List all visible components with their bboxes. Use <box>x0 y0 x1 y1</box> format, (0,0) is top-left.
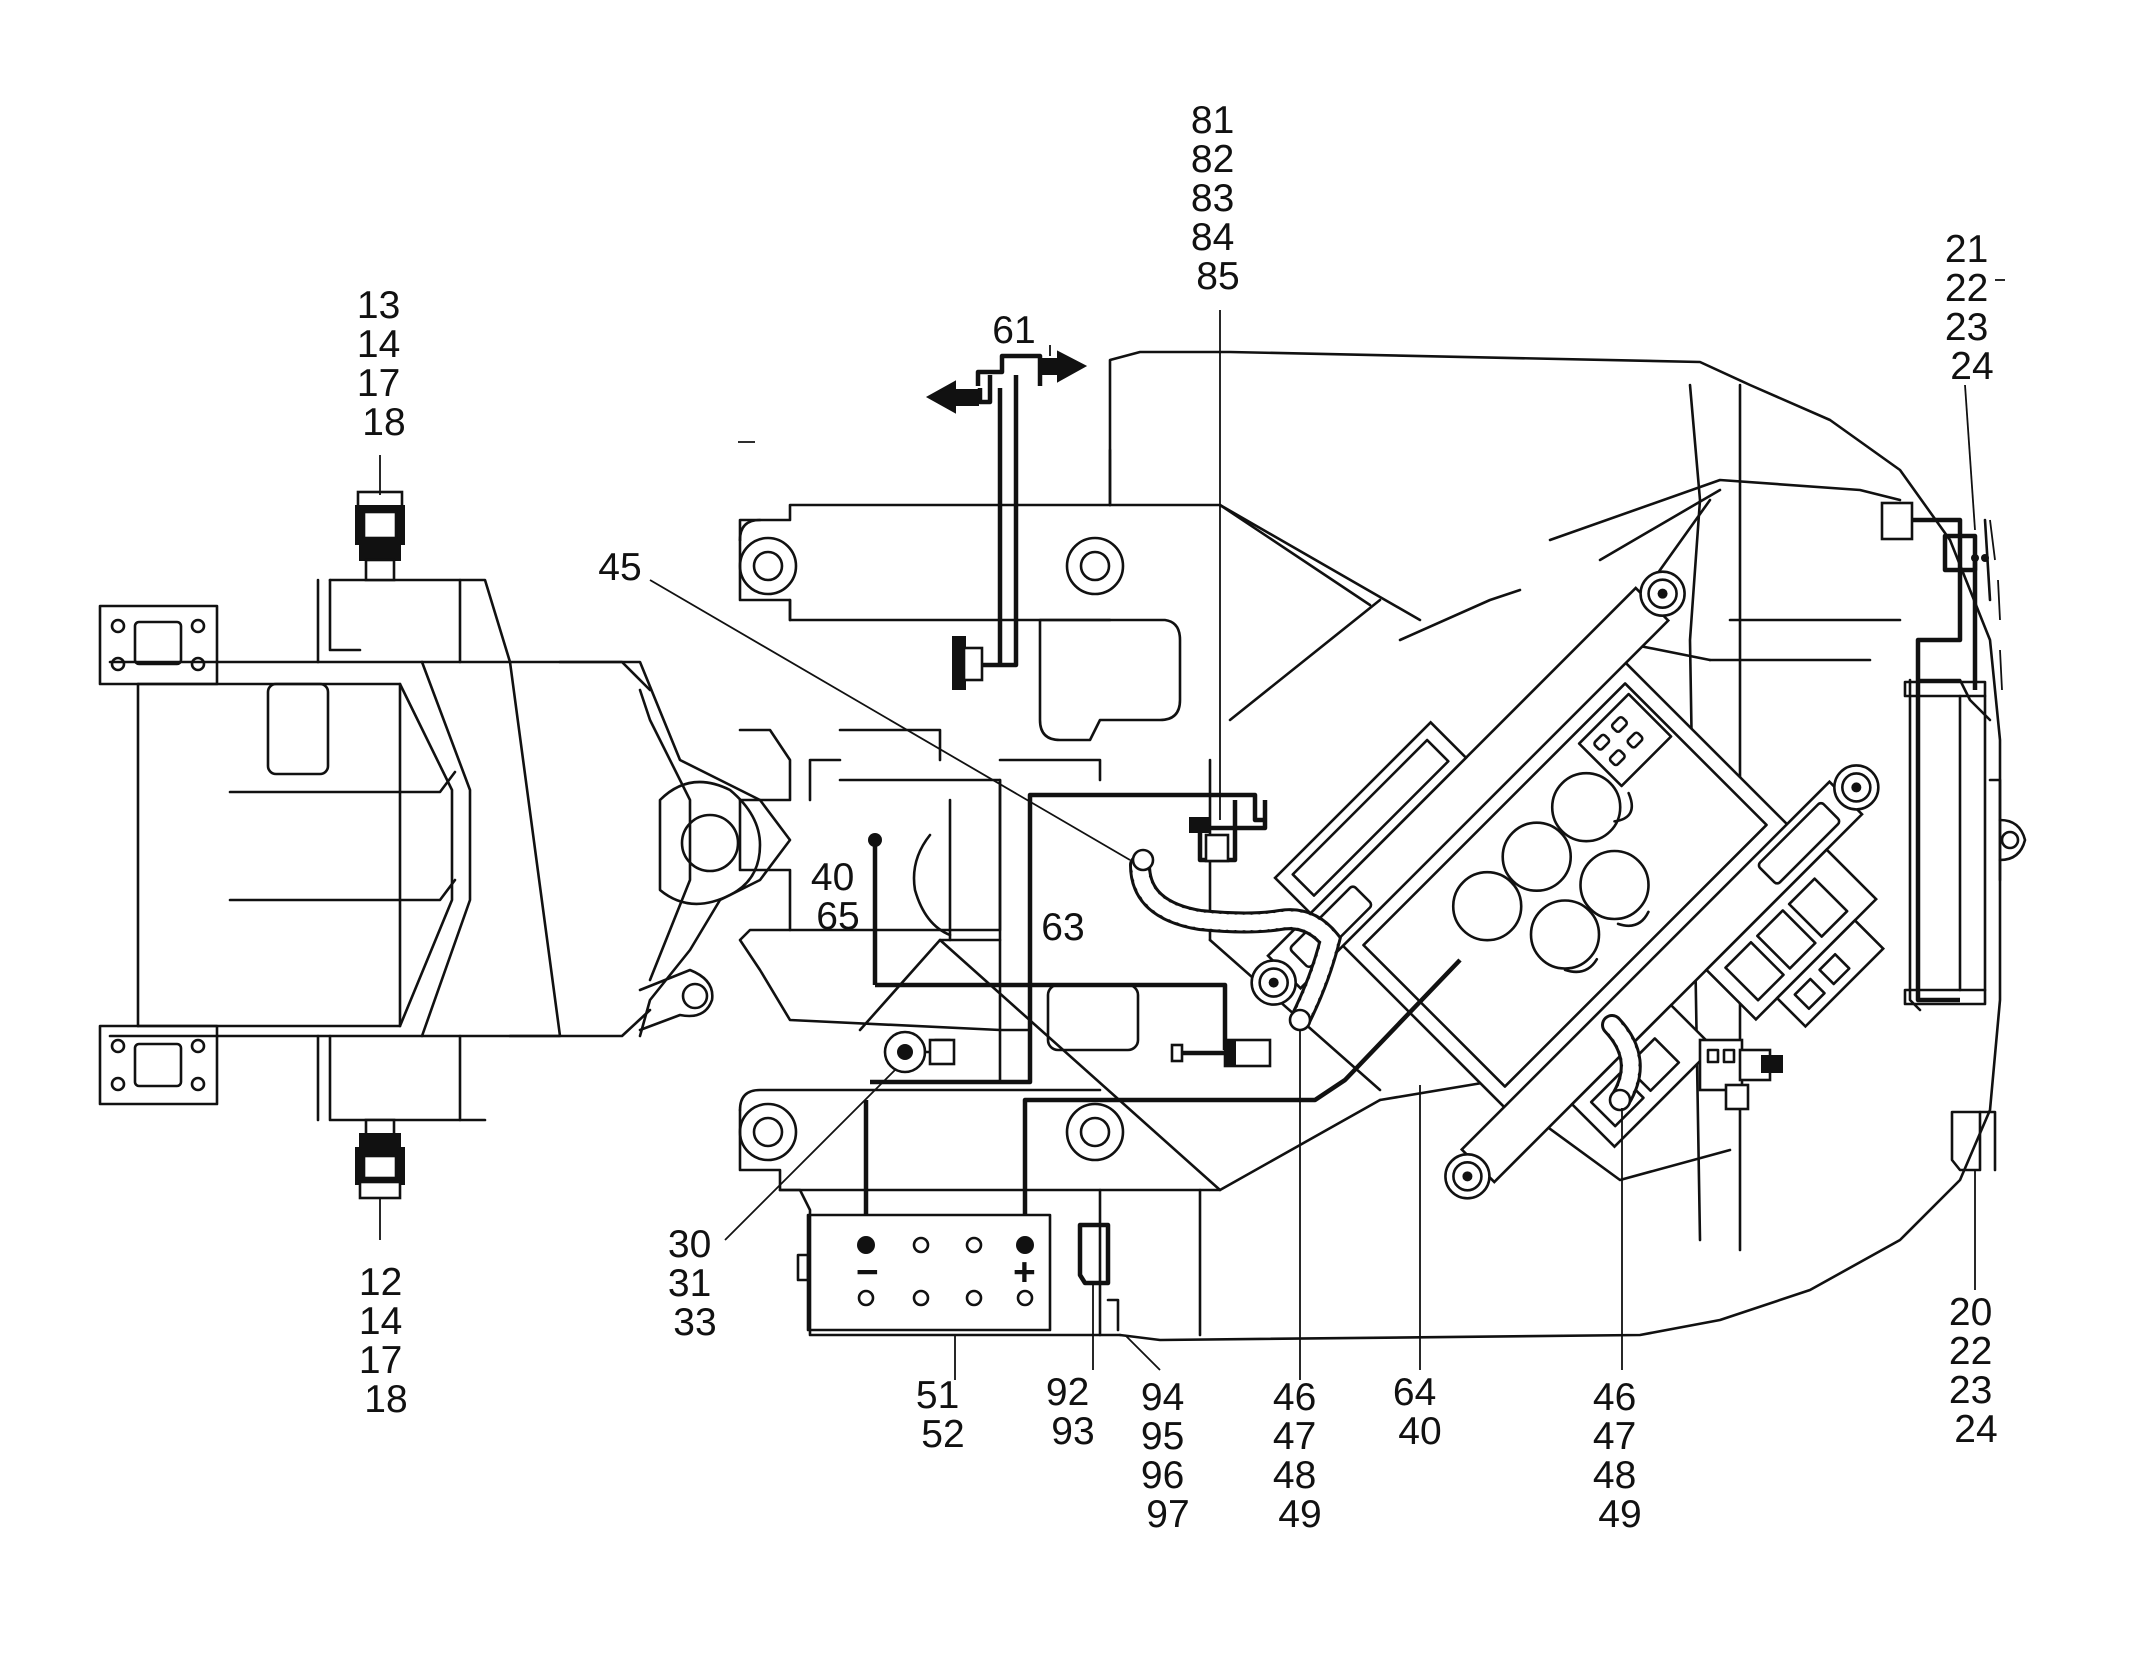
mount-plate-bottom-left <box>98 1024 219 1106</box>
wiring-harness <box>863 353 1989 1215</box>
callout-46-49-a: 46 47 48 49 <box>1273 1376 1327 1536</box>
wire-61 <box>980 375 1019 668</box>
callout-63: 63 <box>1041 906 1084 949</box>
mount-plate-top-left <box>98 604 219 686</box>
callout-labels: 13 14 17 18 12 14 17 18 61 81 82 83 84 8… <box>357 99 2003 1536</box>
battery: − + <box>796 1213 1052 1332</box>
battery-positive-terminal <box>1016 1236 1034 1254</box>
sensor-connector <box>1698 1038 1783 1111</box>
callout-20-24: 20 22 23 24 <box>1949 1291 2003 1451</box>
callout-64-40: 64 40 <box>1393 1371 1447 1453</box>
front-axle-assembly <box>98 490 792 1240</box>
callout-21-24: 21 22 23 24 <box>1945 228 1999 388</box>
wire-battery-positive <box>1022 958 1462 1215</box>
battery-negative-terminal <box>857 1236 875 1254</box>
callout-92-93: 92 93 <box>1046 1371 1100 1453</box>
wire-63 <box>1027 792 1265 990</box>
connector-21 <box>1880 501 1914 541</box>
valve-block-assembly <box>1250 570 1886 1200</box>
callout-40-65: 40 65 <box>811 856 865 938</box>
callout-94-97: 94 95 96 97 <box>1141 1376 1195 1536</box>
callout-30-33: 30 31 33 <box>668 1223 722 1344</box>
move-arrows-icon <box>925 350 1088 414</box>
wire-40-65 <box>875 982 1228 1050</box>
callout-46-49-b: 46 47 48 49 <box>1593 1376 1647 1536</box>
battery-positive-sign: + <box>1013 1251 1036 1294</box>
callout-45: 45 <box>598 546 641 589</box>
leader-lines <box>379 279 2005 1380</box>
battery-negative-sign: − <box>856 1251 879 1294</box>
callout-81-85: 81 82 83 84 85 <box>1191 99 1245 298</box>
callout-12-18: 12 14 17 18 <box>359 1261 413 1421</box>
callout-13-18: 13 14 17 18 <box>357 284 411 444</box>
hub-cap-bottom <box>358 1180 402 1200</box>
battery-bracket <box>1077 1222 1120 1332</box>
callout-51-52: 51 52 <box>916 1374 970 1456</box>
ground-connection <box>883 1030 956 1074</box>
callout-61: 61 <box>992 309 1035 352</box>
